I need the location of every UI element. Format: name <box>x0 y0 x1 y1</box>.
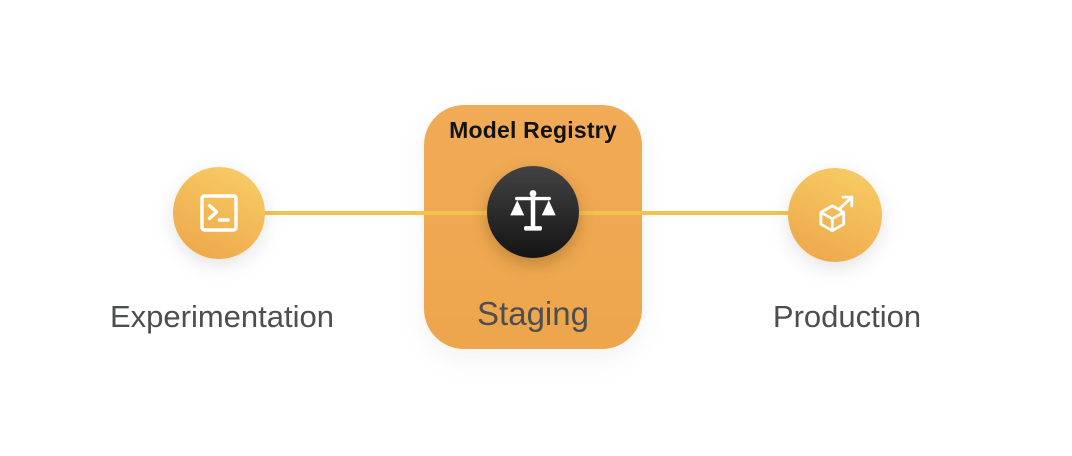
model-registry-title: Model Registry <box>449 117 617 143</box>
scales-icon <box>506 185 560 239</box>
cube-arrow-icon <box>809 189 861 241</box>
production-node <box>788 168 882 262</box>
model-registry-node <box>487 166 579 258</box>
production-label: Production <box>772 299 922 334</box>
experimentation-node <box>173 167 265 259</box>
experimentation-label: Experimentation <box>109 299 334 334</box>
staging-label: Staging <box>477 295 589 332</box>
terminal-icon <box>195 189 243 237</box>
